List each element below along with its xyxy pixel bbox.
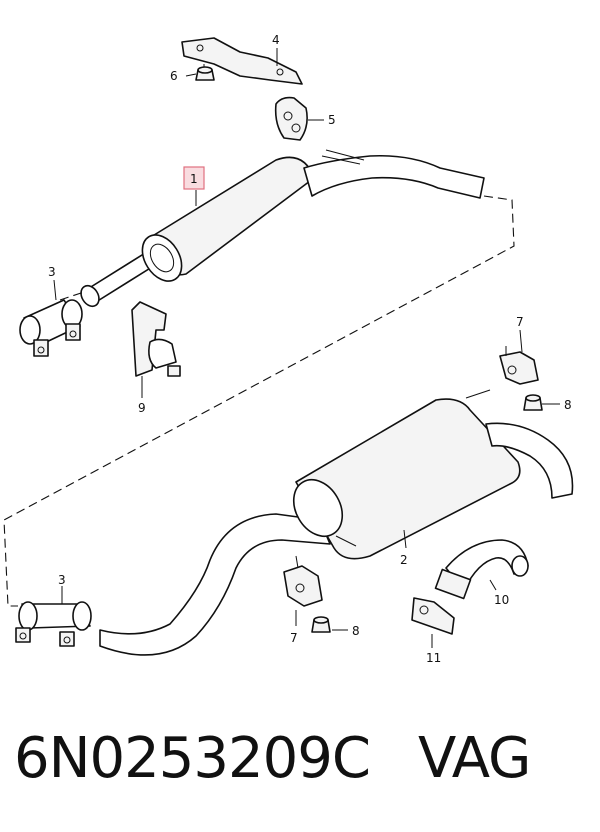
exhaust-exploded-diagram: 1 2 3 3 4 5 6 7 7 8 8 9 10 11	[3, 33, 574, 665]
pipe-clamp-small-part	[411, 597, 455, 635]
hanger-bolt-lower-part	[311, 616, 331, 633]
connecting-pipe-part	[434, 539, 529, 600]
callout-4: 4	[272, 33, 280, 47]
mounting-bracket-part	[131, 301, 181, 377]
front-silencer-part	[80, 149, 485, 308]
bracket-bolt-part	[195, 66, 215, 81]
callout-9: 9	[138, 401, 146, 415]
callout-7-upper: 7	[516, 315, 524, 329]
pipe-clamp-lower-part	[15, 601, 92, 647]
callout-1-highlight	[183, 166, 205, 190]
footer: 6N0253209C VAG	[0, 718, 600, 818]
callout-2: 2	[400, 553, 408, 567]
callout-8-upper: 8	[564, 398, 572, 412]
brand-name: VAG	[418, 726, 531, 791]
leader-lines	[53, 48, 560, 648]
hanger-bolt-upper-part	[523, 394, 543, 411]
rubber-hanger-upper-part	[499, 346, 539, 385]
callout-11: 11	[426, 651, 441, 665]
callout-3-lower: 3	[58, 573, 66, 587]
callout-3-upper: 3	[48, 265, 56, 279]
rubber-mount-part	[274, 96, 308, 141]
callout-7-lower: 7	[290, 631, 298, 645]
callout-1: 1	[190, 172, 198, 186]
assembly-line-clamp	[59, 291, 85, 301]
pipe-clamp-upper-part	[19, 299, 83, 357]
callout-8-lower: 8	[352, 624, 360, 638]
callout-5: 5	[328, 113, 336, 127]
rear-silencer-part	[99, 389, 574, 656]
rubber-hanger-lower-part	[283, 555, 323, 607]
callout-10: 10	[494, 593, 509, 607]
callout-6: 6	[170, 69, 178, 83]
part-number: 6N0253209C	[14, 726, 371, 791]
